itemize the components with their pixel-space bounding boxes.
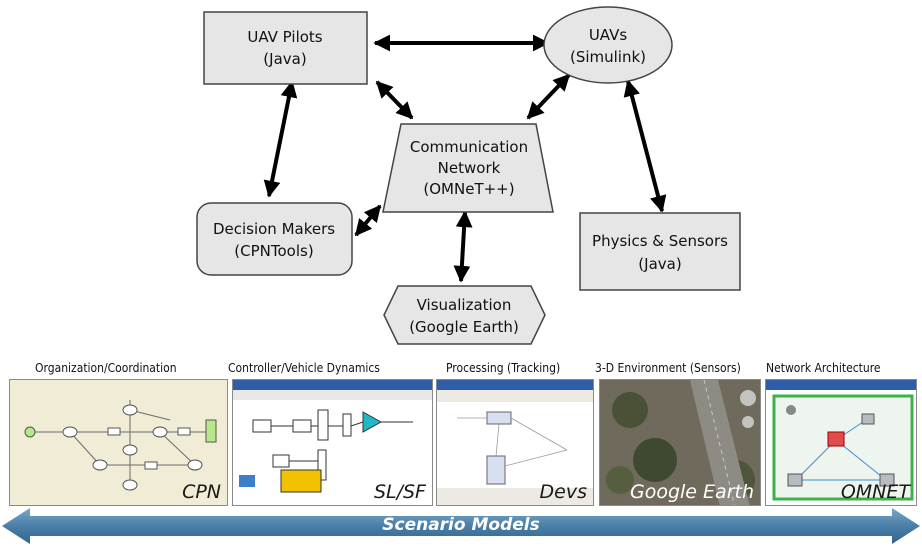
simulink-model-graphic [233, 380, 432, 493]
panel-label-devs: Devs [539, 481, 587, 503]
panel-caption-organization: Organization/Coordination [35, 361, 177, 375]
node-uav-pilots: UAV Pilots (Java) [203, 11, 368, 85]
svg-text:(Simulink): (Simulink) [570, 48, 646, 66]
node-physics-sensors: Physics & Sensors (Java) [579, 212, 741, 291]
architecture-diagram: UAV Pilots (Java) UAVs (Simulink) Commun… [196, 6, 741, 345]
svg-text:Decision Makers: Decision Makers [213, 220, 335, 238]
svg-text:Communication: Communication [410, 138, 528, 156]
svg-text:Visualization: Visualization [417, 296, 512, 314]
devs-model-graphic [437, 380, 593, 505]
panel-label-google-earth: Google Earth [630, 481, 754, 503]
panel-caption-3d-environment: 3-D Environment (Sensors) [595, 361, 741, 375]
node-communication-network: Communication Network (OMNeT++) [382, 123, 554, 213]
panel-caption-network: Network Architecture [766, 361, 881, 375]
arrow-pilots-decision [263, 80, 298, 198]
arrow-uavs-physics [623, 79, 667, 213]
svg-text:UAVs: UAVs [589, 26, 628, 44]
panel-devs-screenshot: Devs [436, 379, 594, 506]
panel-caption-controller: Controller/Vehicle Dynamics [228, 361, 380, 375]
panel-cpn-screenshot: CPN [9, 379, 228, 506]
svg-text:Physics & Sensors: Physics & Sensors [592, 232, 728, 250]
omnet-network-graphic [766, 380, 916, 501]
svg-text:(Java): (Java) [638, 255, 681, 273]
node-visualization: Visualization (Google Earth) [383, 285, 546, 345]
satellite-imagery-graphic [600, 380, 760, 505]
node-decision-makers: Decision Makers (CPNTools) [196, 202, 353, 276]
arrow-comm-visualization [453, 210, 473, 283]
svg-text:Network: Network [438, 159, 501, 177]
panel-google-earth-screenshot: Google Earth [599, 379, 761, 506]
svg-text:(Java): (Java) [263, 50, 306, 68]
scenario-models-banner [2, 508, 920, 544]
panel-label-slsf: SL/SF [373, 481, 426, 503]
panel-label-omnet: OMNET [840, 481, 910, 503]
cpn-net-graphic [24, 400, 217, 491]
arrow-decision-comm [354, 204, 382, 237]
svg-text:(Google Earth): (Google Earth) [409, 318, 519, 336]
svg-text:UAV Pilots: UAV Pilots [247, 28, 322, 46]
node-uavs: UAVs (Simulink) [543, 6, 673, 84]
svg-text:(CPNTools): (CPNTools) [234, 242, 313, 260]
svg-text:(OMNeT++): (OMNeT++) [423, 180, 514, 198]
scenario-models-label: Scenario Models [382, 515, 540, 535]
panel-caption-processing: Processing (Tracking) [446, 361, 561, 375]
panel-simulink-screenshot: SL/SF [232, 379, 433, 506]
arrow-uavs-comm [526, 73, 571, 120]
panel-label-cpn: CPN [182, 481, 221, 503]
arrow-pilots-comm [375, 80, 414, 120]
panel-omnet-screenshot: OMNET [765, 379, 917, 506]
